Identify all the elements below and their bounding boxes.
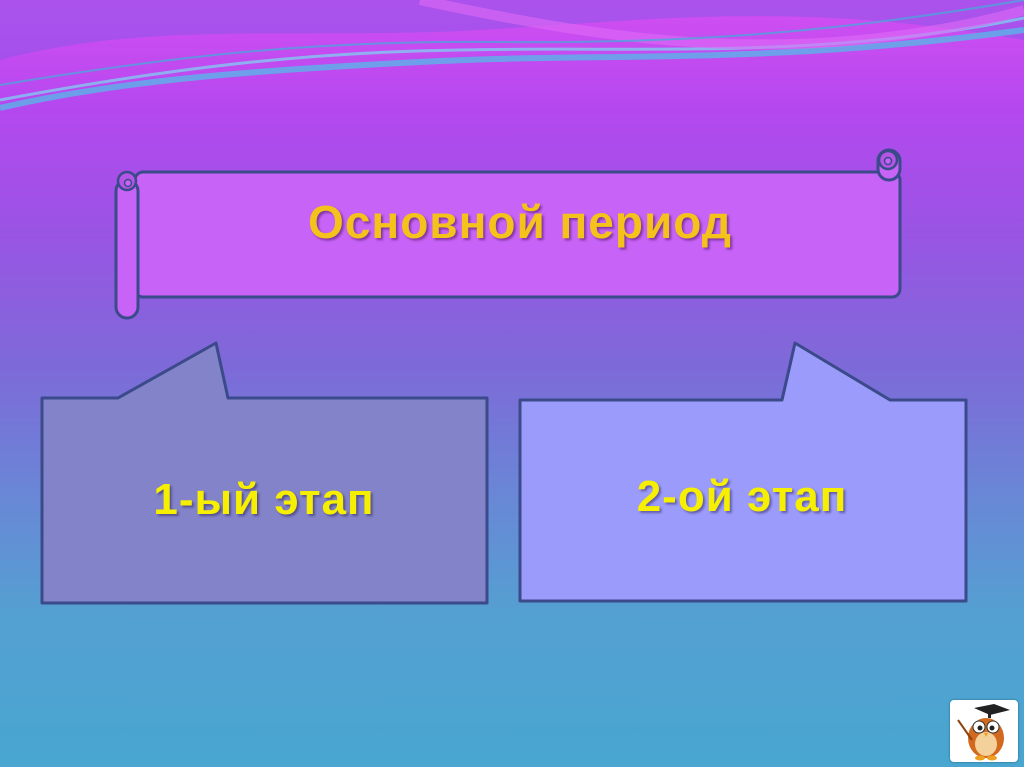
stage-2-label: 2-ой этап xyxy=(636,472,848,521)
stage-2-callout-shape xyxy=(518,341,968,603)
stage-1-callout-shape xyxy=(40,341,489,605)
owl-mascot-icon[interactable] xyxy=(950,700,1018,762)
slide-title: Основной период xyxy=(308,196,732,248)
stage-1-label: 1-ый этап xyxy=(153,475,375,524)
top-wave-decoration xyxy=(0,0,1024,111)
title-scroll-banner xyxy=(114,148,902,320)
